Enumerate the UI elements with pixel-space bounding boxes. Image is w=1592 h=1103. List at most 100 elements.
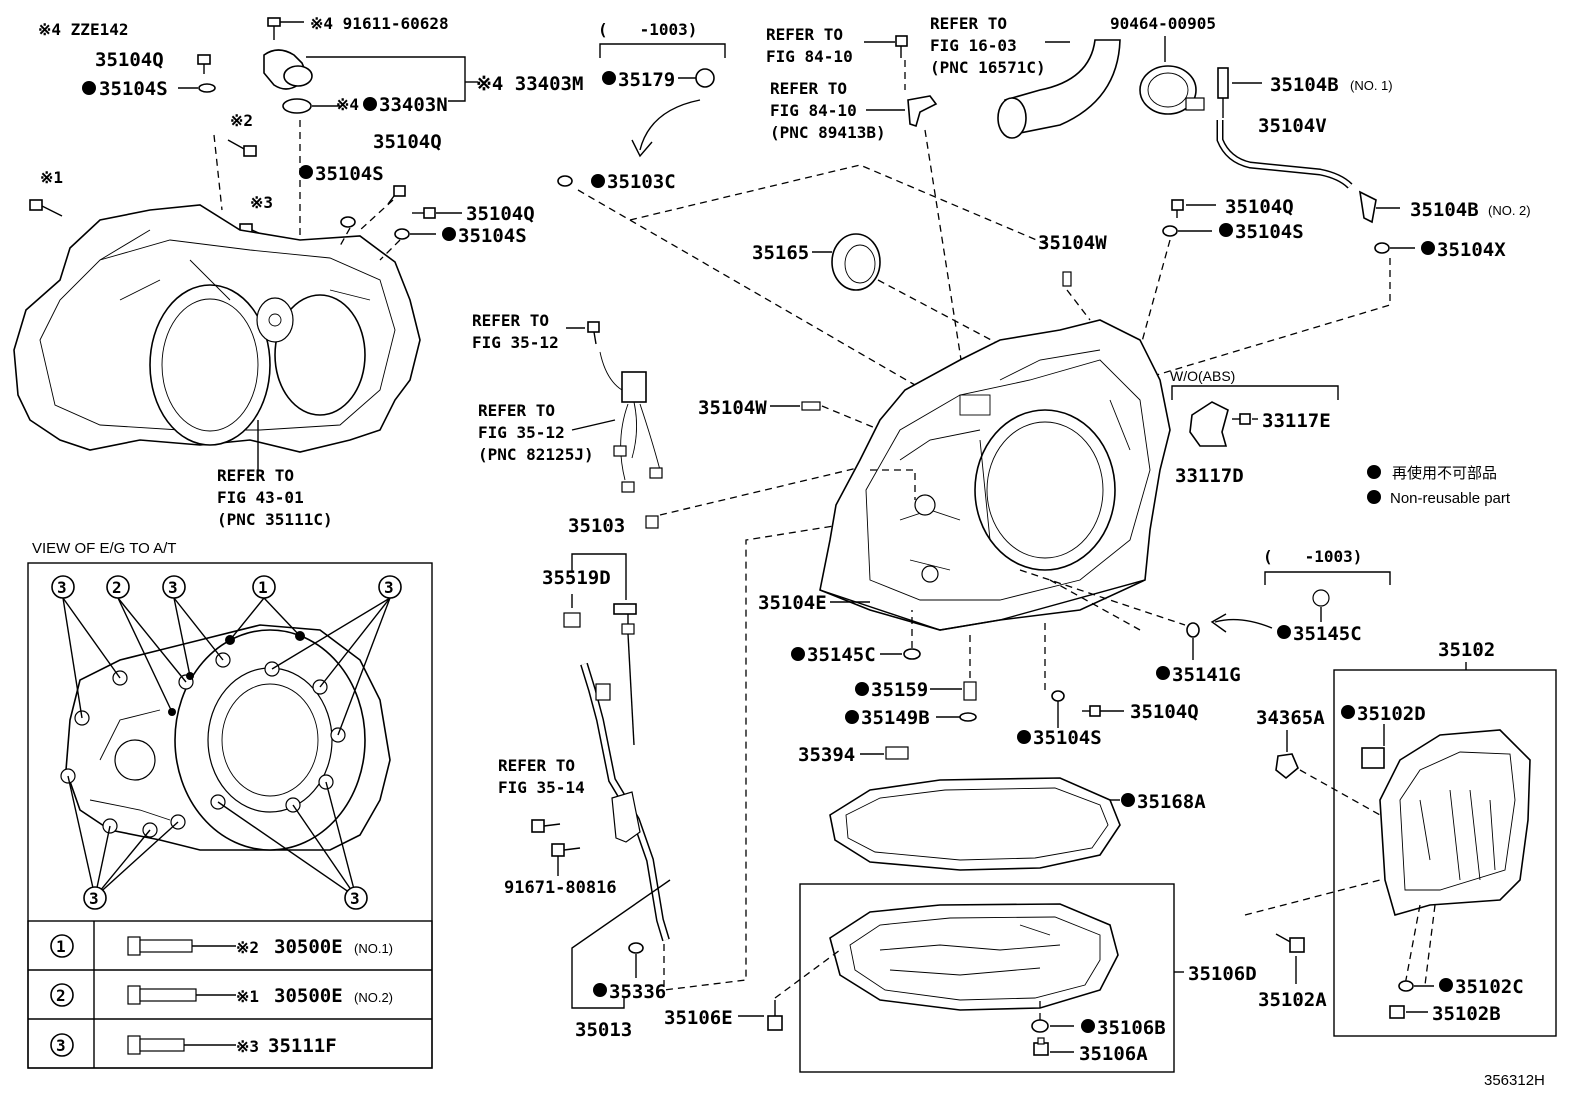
label-35165: 35165: [752, 242, 809, 264]
converter-housing-drawing: [13, 204, 421, 453]
pin-35104W-1-icon: [1062, 271, 1072, 287]
ref-fig-16-03-line1: REFER TO: [930, 14, 1007, 33]
svg-text:(NO.2): (NO.2): [354, 990, 393, 1005]
ref-fig-35-12-b-line3: (PNC 82125J): [478, 445, 594, 464]
bolt-35-12-icon: [587, 321, 600, 345]
o-ring-33403N-icon: [282, 98, 312, 114]
ref-fig-16-03-line3: (PNC 16571C): [930, 58, 1046, 77]
o-ring-35104S-1-icon: [198, 83, 216, 93]
svg-text:2: 2: [56, 986, 66, 1005]
ref-fig-84-10-b-line3: (PNC 89413B): [770, 123, 886, 142]
svg-text:3: 3: [89, 889, 99, 908]
label-33403M: ※4 33403M: [476, 73, 583, 95]
zze-variant-note: ※4 ZZE142: [38, 20, 128, 39]
clip-34365A-icon: [1275, 753, 1299, 780]
dipstick-icon: [613, 603, 637, 746]
label-35104X: 35104X: [1437, 239, 1506, 261]
oil-pan-box: [799, 883, 1175, 1073]
callout-3-e: 3: [344, 886, 368, 910]
callout-3-d: 3: [83, 886, 107, 910]
ref-fig-43-01-line2: FIG 43-01: [217, 488, 304, 507]
ref-fig-35-12-a-line2: FIG 35-12: [472, 333, 559, 352]
gasket-35106B-icon: [1031, 1019, 1049, 1033]
bolt-35104Q-1-icon: [197, 54, 211, 74]
svg-text:※1: ※1: [236, 987, 259, 1006]
label-35104Q-4: 35104Q: [1225, 196, 1294, 218]
label-35102: 35102: [1438, 639, 1495, 661]
solenoid-33403M-icon: [263, 49, 313, 90]
oil-seal-35165-icon: [831, 233, 881, 291]
ref-fig-35-14-line1: REFER TO: [498, 756, 575, 775]
ref-fig-84-10-a-line2: FIG 84-10: [766, 47, 853, 66]
svg-text:1: 1: [258, 578, 268, 597]
mark-3: ※3: [250, 193, 273, 212]
bolt-35-14-icon: [531, 819, 561, 833]
label-35104W-1: 35104W: [1038, 232, 1107, 254]
label-35106D: 35106D: [1188, 963, 1257, 985]
bolt-table: [27, 920, 433, 1069]
label-35104B-2: 35104B: [1410, 199, 1479, 221]
label-35106B: 35106B: [1097, 1017, 1166, 1039]
label-35104S-2: 35104S: [315, 163, 384, 185]
wire-harness-icon: [599, 351, 663, 529]
bolt-35104Q-5-icon: [1082, 705, 1101, 717]
transaxle-case-drawing: [819, 319, 1171, 631]
non-reusable-mark: [82, 81, 96, 95]
o-ring-35141G-icon: [1186, 622, 1200, 638]
label-91671: 91671-80816: [504, 878, 617, 898]
bolt-33117E-icon: [1232, 413, 1251, 425]
label-91611: ※4 91611-60628: [310, 14, 449, 33]
label-35145C-2: 35145C: [1293, 623, 1362, 645]
svg-text:2: 2: [112, 578, 122, 597]
svg-text:1: 1: [56, 937, 66, 956]
ref-fig-43-01-line3: (PNC 35111C): [217, 510, 333, 529]
label-35104Q-1: 35104Q: [95, 49, 164, 71]
svg-text:30500E: 30500E: [274, 936, 343, 958]
range-note-top: ( -1003): [598, 20, 697, 39]
pin-35104W-2-icon: [801, 401, 821, 411]
svg-text:(NO.1): (NO.1): [354, 941, 393, 956]
gasket-35168A-icon: [829, 777, 1121, 871]
callout-1: 1: [252, 575, 276, 599]
legend: 再使用不可部品 Non-reusable part: [1367, 464, 1511, 507]
legend-en: Non-reusable part: [1390, 490, 1511, 507]
label-35104B-1-note: (NO. 1): [1350, 78, 1393, 93]
ref-fig-35-12-b-line2: FIG 35-12: [478, 423, 565, 442]
o-ring-35149B-icon: [959, 712, 977, 722]
mark-4: ※4: [336, 95, 359, 114]
cover-33117D-icon: [1189, 401, 1229, 447]
ref-fig-84-10-b-line2: FIG 84-10: [770, 101, 857, 120]
extension-housing-box: [1333, 669, 1557, 1037]
label-35104Q-3: 35104Q: [466, 203, 535, 225]
svg-text:3: 3: [350, 889, 360, 908]
label-35106A: 35106A: [1079, 1043, 1148, 1065]
svg-text:※3: ※3: [236, 1037, 259, 1056]
legend-jp: 再使用不可部品: [1392, 464, 1497, 482]
clamp-90464-icon: [1139, 65, 1205, 115]
speed-sensor-icon: [907, 95, 938, 128]
magnet-35394-icon: [885, 746, 909, 760]
label-35104V: 35104V: [1258, 115, 1327, 137]
svg-text:35111F: 35111F: [268, 1035, 337, 1057]
bolt-table-row-3: 3 ※3 35111F: [50, 1033, 337, 1057]
label-35104B-1: 35104B: [1270, 74, 1339, 96]
callout-3-a: 3: [51, 575, 75, 599]
oil-pan-35106D-icon: [829, 903, 1119, 1011]
label-33117D: 33117D: [1175, 465, 1244, 487]
svg-text:3: 3: [57, 578, 67, 597]
diagram-id: 356312H: [1484, 1072, 1545, 1089]
label-35519D: 35519D: [542, 567, 611, 589]
bolt-35106E-icon: [767, 1000, 783, 1031]
label-35106E: 35106E: [664, 1007, 733, 1029]
label-35104W-2: 35104W: [698, 397, 767, 419]
label-90464: 90464-00905: [1110, 14, 1216, 33]
wo-abs-note: W/O(ABS): [1170, 368, 1235, 384]
plug-35145C-2-icon: [1312, 589, 1330, 607]
bolt-35104Q-3-icon: [412, 207, 436, 219]
label-35104E: 35104E: [758, 592, 827, 614]
plug-35102B-icon: [1389, 1005, 1405, 1019]
label-35104Q-2: 35104Q: [373, 131, 442, 153]
bolt-84-10-icon: [895, 35, 908, 58]
fitting-35104B1-icon: [1217, 67, 1229, 118]
label-35104Q-5: 35104Q: [1130, 701, 1199, 723]
